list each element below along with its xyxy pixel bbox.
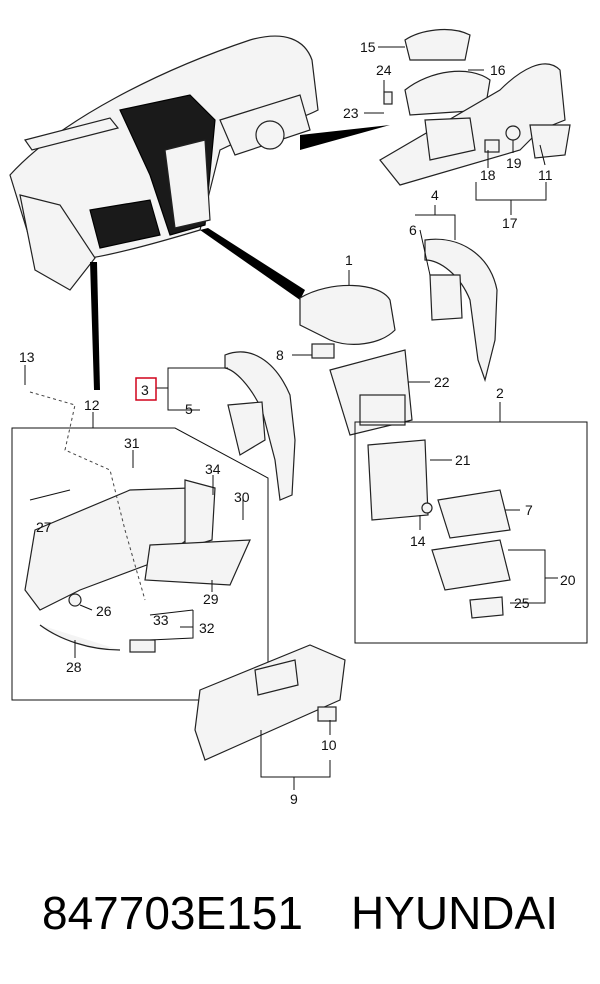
callout-2: 2 [496,385,504,401]
part-caption: 847703E151 HYUNDAI [0,878,600,948]
callout-31: 31 [124,435,140,451]
callout-9: 9 [290,791,298,807]
right-side-trim-group [415,205,498,383]
callout-20: 20 [560,572,576,588]
center-panel-group [292,270,430,436]
left-vent-group [156,351,296,501]
brand-name: HYUNDAI [350,887,558,939]
callout-12: 12 [84,397,100,413]
callout-30: 30 [234,489,250,505]
callout-13: 13 [19,349,35,365]
callout-11: 11 [538,167,553,183]
callout-14: 14 [410,533,426,549]
callout-19: 19 [506,155,522,171]
part-number: 847703E151 [42,887,303,939]
callout-4: 4 [431,187,439,203]
callout-21: 21 [455,452,471,468]
upper-console-group [364,29,571,215]
glove-box-group [194,644,346,790]
callout-17: 17 [502,215,518,231]
box-2-group [354,402,588,644]
callout-15: 15 [360,39,376,55]
callout-26: 26 [96,603,112,619]
callout-28: 28 [66,659,82,675]
callout-16: 16 [490,62,506,78]
callout-10: 10 [321,737,337,753]
callout-8: 8 [276,347,284,363]
callout-18: 18 [480,167,496,183]
callout-1: 1 [345,252,353,268]
callout-22: 22 [434,374,450,390]
callout-23: 23 [343,105,359,121]
callout-29: 29 [203,591,219,607]
callout-6: 6 [409,222,417,238]
callout-7: 7 [525,502,533,518]
dashboard-overview [9,35,390,390]
callout-33: 33 [153,612,169,628]
callout-25: 25 [514,595,530,611]
exploded-parts-diagram: 15 24 16 23 19 18 11 4 17 6 1 13 8 22 2 … [9,29,588,807]
callout-5: 5 [185,401,193,417]
box-12-group [11,365,269,701]
callout-labels: 15 24 16 23 19 18 11 4 17 6 1 13 8 22 2 … [19,39,576,807]
callout-24: 24 [376,62,392,78]
callout-27: 27 [36,519,52,535]
callout-3-highlight-box [135,377,157,401]
callout-32: 32 [199,620,215,636]
callout-34: 34 [205,461,221,477]
callout-3: 3 [141,382,149,398]
